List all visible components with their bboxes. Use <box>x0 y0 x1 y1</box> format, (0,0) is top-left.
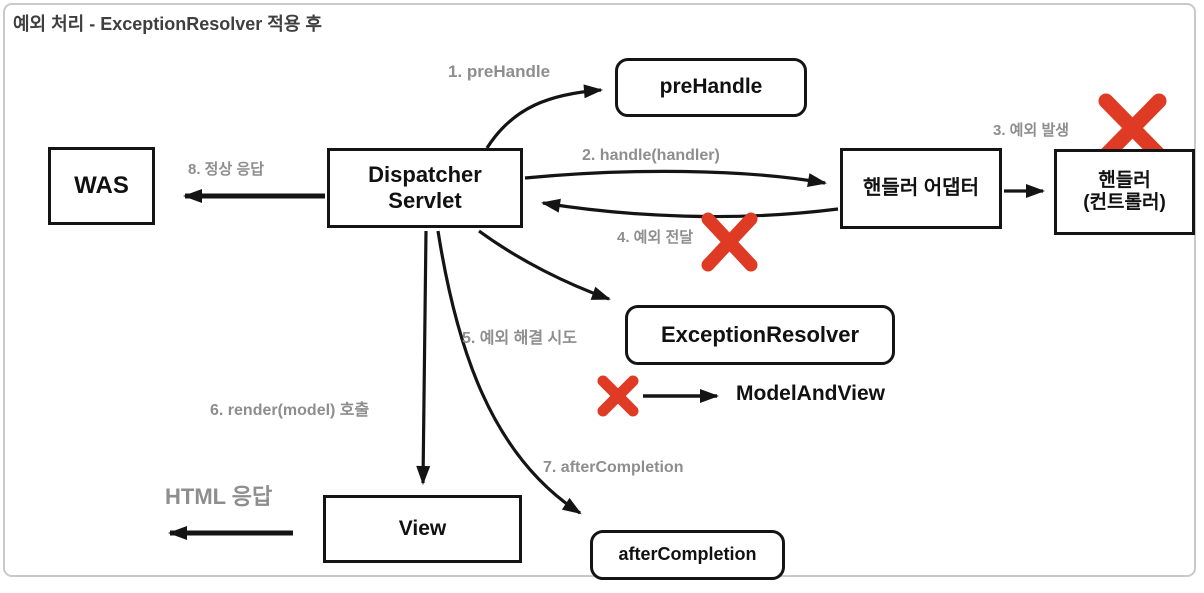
node-handler-line2: (컨트롤러) <box>1083 192 1166 213</box>
node-was-label: WAS <box>74 171 129 199</box>
node-handler-line1: 핸들러 <box>1098 169 1151 191</box>
arrow-2-handle <box>524 169 827 187</box>
label-step5: 5. 예외 해결 시도 <box>462 330 577 347</box>
red-x-exception-pass <box>701 212 758 272</box>
label-step6: 6. render(model) 호출 <box>210 402 370 419</box>
label-step7: 7. afterCompletion <box>543 459 684 476</box>
node-handler-adapter: 핸들러 어댑터 <box>840 148 1002 229</box>
arrow-6-render <box>416 230 431 485</box>
label-step3: 3. 예외 발생 <box>993 122 1070 139</box>
label-html-response: HTML 응답 <box>165 484 273 509</box>
diagram-title: 예외 처리 - ExceptionResolver 적용 후 <box>13 14 322 34</box>
label-step2: 2. handle(handler) <box>582 147 720 164</box>
node-aftercompletion-label: afterCompletion <box>618 544 757 565</box>
arrow-1-prehandle <box>485 84 603 149</box>
node-dispatcher-line2: Servlet <box>388 188 462 213</box>
label-step1: 1. preHandle <box>448 62 551 81</box>
node-handler-controller: 핸들러 (컨트롤러) <box>1054 149 1195 235</box>
label-step8: 8. 정상 응답 <box>188 161 265 178</box>
diagram-frame: 예외 처리 - ExceptionResolver 적용 후 <box>3 3 1196 580</box>
node-view: View <box>323 495 522 563</box>
node-prehandle-label: preHandle <box>659 75 763 99</box>
node-handler-adapter-label: 핸들러 어댑터 <box>863 176 979 199</box>
label-step4: 4. 예외 전달 <box>617 229 694 246</box>
node-dispatcher-line1: Dispatcher <box>368 162 482 188</box>
arrow-4-exception-pass <box>541 198 839 219</box>
red-x-modelandview <box>597 375 639 417</box>
node-exception-resolver: ExceptionResolver <box>625 305 895 365</box>
node-aftercompletion: afterCompletion <box>590 530 785 580</box>
node-dispatcher-servlet: Dispatcher Servlet <box>327 148 523 228</box>
node-view-label: View <box>398 516 447 540</box>
node-modelandview: ModelAndView <box>736 382 885 405</box>
node-prehandle: preHandle <box>615 58 807 117</box>
red-x-handler <box>1098 93 1167 163</box>
node-was: WAS <box>48 147 155 225</box>
node-exception-resolver-label: ExceptionResolver <box>660 322 860 348</box>
arrow-5-resolver <box>478 229 611 301</box>
